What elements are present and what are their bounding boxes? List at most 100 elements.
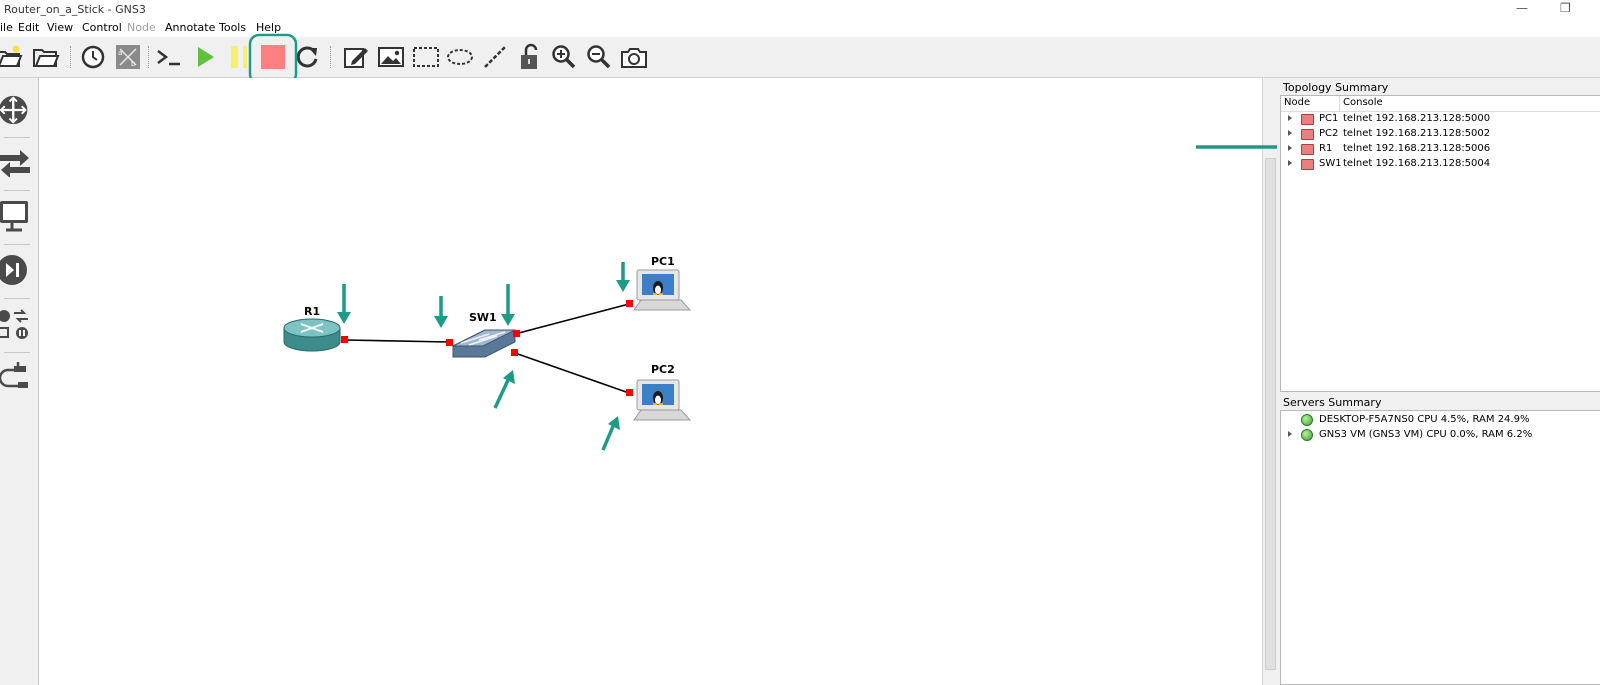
node-label-pc2: PC2 — [651, 363, 675, 376]
suspend-all-button[interactable] — [219, 42, 249, 72]
new-project-icon — [0, 45, 23, 67]
row-node-name: R1 — [1319, 143, 1333, 154]
stop-all-button[interactable] — [258, 42, 288, 72]
console-all-button[interactable] — [154, 42, 184, 72]
draw-line-icon — [484, 46, 506, 68]
row-console: telnet 192.168.213.128:5002 — [1343, 128, 1491, 139]
node-stopped-icon — [1301, 114, 1314, 125]
open-project-icon — [33, 49, 60, 67]
title-bar: Router_on_a_Stick - GNS3 — ❐ — [0, 0, 1600, 20]
end-device-icon — [0, 201, 28, 232]
expand-arrow-icon[interactable] — [1288, 431, 1292, 437]
lock-unlock-button[interactable] — [515, 42, 545, 72]
separator — [4, 298, 30, 299]
svg-text:a: a — [118, 49, 122, 57]
toolbar-separator — [330, 46, 332, 68]
main-toolbar: a b — [0, 37, 1600, 78]
node-r1[interactable] — [283, 318, 341, 352]
server-row-local[interactable]: DESKTOP-F5A7NS0 CPU 4.5%, RAM 24.9% — [1281, 413, 1600, 428]
separator — [4, 137, 30, 138]
draw-rectangle-icon — [413, 47, 439, 67]
snapshot-button[interactable] — [78, 42, 108, 72]
row-console: telnet 192.168.213.128:5000 — [1343, 113, 1491, 124]
link-sw1-pc2[interactable] — [514, 352, 630, 394]
menu-help[interactable]: Help — [256, 21, 282, 34]
canvas-vertical-scrollbar[interactable] — [1262, 78, 1277, 685]
add-link-icon — [0, 362, 28, 388]
menu-bar: ile Edit View Control Node Annotate Tool… — [0, 20, 1600, 37]
menu-tools[interactable]: Tools — [219, 21, 247, 34]
zoom-out-button[interactable] — [584, 42, 614, 72]
security-device-icon — [0, 255, 27, 285]
servers-summary-dock: Servers Summary DESKTOP-F5A7NS0 CPU 4.5%… — [1277, 393, 1600, 685]
draw-rectangle-button[interactable] — [411, 42, 441, 72]
topology-row-r1[interactable]: R1 telnet 192.168.213.128:5006 — [1281, 142, 1600, 157]
zoom-in-button[interactable] — [549, 42, 579, 72]
port-status-sw1-pc2 — [511, 349, 518, 356]
column-console[interactable]: Console — [1343, 97, 1383, 108]
browse-end-devices-button[interactable] — [0, 194, 34, 238]
topology-drawing — [283, 262, 692, 451]
insert-image-button[interactable] — [376, 42, 406, 72]
menu-node[interactable]: Node — [127, 21, 156, 34]
server-row-gns3-vm[interactable]: GNS3 VM (GNS3 VM) CPU 0.0%, RAM 6.2% — [1281, 428, 1600, 443]
node-label-sw1: SW1 — [469, 311, 497, 324]
add-link-button[interactable] — [0, 356, 34, 400]
row-console: telnet 192.168.213.128:5004 — [1343, 158, 1491, 169]
expand-arrow-icon[interactable] — [1288, 145, 1292, 151]
node-sw1[interactable] — [452, 329, 516, 358]
topology-row-pc1[interactable]: PC1 telnet 192.168.213.128:5000 — [1281, 112, 1600, 127]
draw-ellipse-button[interactable] — [445, 42, 475, 72]
new-project-button[interactable] — [0, 42, 24, 72]
node-pc2[interactable] — [633, 379, 692, 421]
restore-icon[interactable]: ❐ — [1560, 1, 1571, 15]
server-running-icon — [1301, 429, 1313, 441]
scrollbar-thumb[interactable] — [1265, 158, 1276, 670]
browse-all-devices-button[interactable] — [0, 302, 34, 346]
menu-edit[interactable]: Edit — [18, 21, 40, 34]
node-stopped-icon — [1301, 129, 1314, 140]
add-note-button[interactable] — [341, 42, 371, 72]
browse-routers-button[interactable] — [0, 88, 34, 132]
topology-summary-tree[interactable]: Node Console PC1 telnet 192.168.213.128:… — [1280, 95, 1600, 392]
snapshot-icon — [81, 45, 105, 69]
device-type-toolbar — [0, 78, 39, 685]
window-title: Router_on_a_Stick - GNS3 — [4, 3, 146, 16]
menu-control[interactable]: Control — [82, 21, 122, 34]
show-interface-labels-icon: a b — [116, 45, 140, 69]
svg-text:b: b — [131, 60, 136, 68]
port-status-pc2 — [626, 389, 633, 396]
stop-all-icon — [261, 45, 285, 69]
node-pc1[interactable] — [633, 269, 692, 311]
link-sw1-pc1[interactable] — [514, 303, 630, 335]
show-interface-labels-button[interactable]: a b — [113, 42, 143, 72]
link-r1-sw1[interactable] — [344, 339, 450, 343]
row-node-name: PC2 — [1319, 128, 1339, 139]
topology-row-pc2[interactable]: PC2 telnet 192.168.213.128:5002 — [1281, 127, 1600, 142]
expand-arrow-icon[interactable] — [1288, 115, 1292, 121]
expand-arrow-icon[interactable] — [1288, 130, 1292, 136]
topology-row-sw1[interactable]: SW1 telnet 192.168.213.128:5004 — [1281, 157, 1600, 172]
column-node[interactable]: Node — [1284, 97, 1311, 108]
minimize-icon[interactable]: — — [1516, 1, 1528, 15]
separator — [4, 190, 30, 191]
row-node-name: PC1 — [1319, 113, 1339, 124]
screenshot-button[interactable] — [619, 42, 649, 72]
menu-file[interactable]: ile — [0, 21, 13, 34]
browse-switches-button[interactable] — [0, 140, 34, 184]
lock-unlock-icon — [521, 43, 538, 69]
expand-arrow-icon[interactable] — [1288, 160, 1292, 166]
all-devices-icon — [0, 309, 28, 339]
start-all-button[interactable] — [190, 42, 220, 72]
reload-all-button[interactable] — [292, 42, 322, 72]
menu-view[interactable]: View — [47, 21, 74, 34]
open-project-button[interactable] — [31, 42, 61, 72]
topology-summary-header: Node Console — [1281, 96, 1600, 112]
node-label-pc1: PC1 — [651, 255, 675, 268]
menu-annotate[interactable]: Annotate — [165, 21, 216, 34]
node-stopped-icon — [1301, 159, 1314, 170]
draw-line-button[interactable] — [480, 42, 510, 72]
browse-security-devices-button[interactable] — [0, 248, 34, 292]
servers-summary-tree[interactable]: DESKTOP-F5A7NS0 CPU 4.5%, RAM 24.9% GNS3… — [1280, 410, 1600, 685]
topology-canvas[interactable]: R1 SW1 PC1 PC2 — [39, 78, 1262, 685]
